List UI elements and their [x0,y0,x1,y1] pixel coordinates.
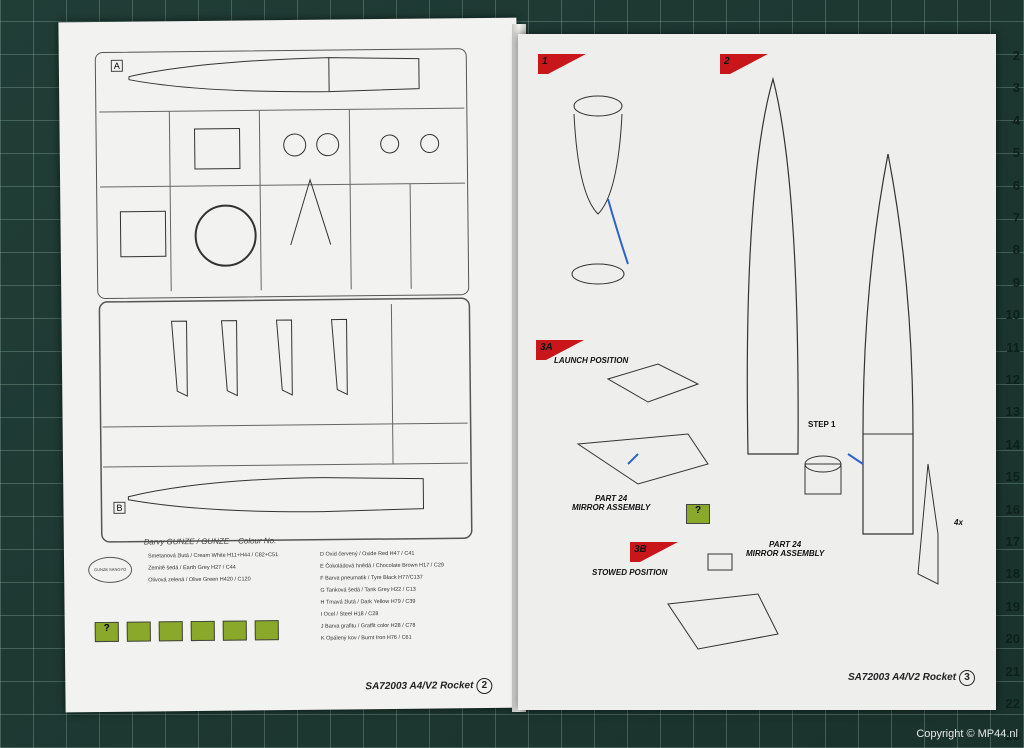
right-page-number: 3 [959,670,976,686]
remove-icon [126,621,151,642]
sprue-b-letter: B [113,501,126,514]
ruler-number: 15 [1005,469,1020,485]
colour-entry: Olivová zelená / Olive Green H420 / C120 [148,576,251,584]
colour-header: Barvy GUNZE / GUNZE Colour No. [143,536,277,547]
ruler-number: 10 [1005,307,1020,323]
ruler-number: 3 [1012,80,1020,96]
ruler-number: 16 [1005,501,1020,517]
colour-entry: F Barva pneumatik / Tyre Black H77/C137 [320,574,423,582]
clear-fix-icon [254,620,279,641]
ruler-number: 18 [1005,566,1020,582]
paint-brush-icon [222,620,247,641]
step-2-number: 2 [724,56,730,67]
ruler-number: 4 [1012,112,1020,128]
left-instruction-page: A B GUNZE SANGYO Barvy GUNZE / GUN [58,17,524,713]
colour-entry: K Opálený kov / Burnt Iron H76 / C61 [320,634,412,642]
sprue-a-parts-drawing [98,57,473,543]
step-3b-flag [630,542,678,562]
colour-entry: G Tanková šedá / Tank Grey H22 / C13 [320,586,416,594]
copyright-watermark: Copyright © MP44.nl [916,728,1018,740]
ruler-number: 6 [1012,177,1020,193]
stowed-position-label: STOWED POSITION [592,568,668,577]
step-3a-flag [536,340,584,360]
ruler-number: 17 [1005,534,1020,549]
glue-icon [158,621,183,642]
ruler-number: 14 [1005,436,1020,452]
help-icon-right: ? [686,504,710,524]
ruler-number: 20 [1005,631,1020,647]
ruler-number: 12 [1005,372,1020,387]
ruler-number: 23 [1005,728,1020,744]
ruler-number: 8 [1012,242,1020,258]
step-1-flag [538,54,586,74]
ruler-number: 5 [1012,145,1020,161]
decal-icon [190,620,215,642]
colour-entry: H Tmavá žlutá / Dark Yellow H79 / C39 [320,598,416,606]
colour-entry: D Oxid červený / Oxide Red H47 / C41 [319,550,415,558]
colour-entry: Zemitě šedá / Earth Grey H27 / C44 [148,564,236,572]
ruler-number: 22 [1005,696,1020,711]
launch-position-label: LAUNCH POSITION [554,356,629,365]
step-2-flag [720,54,768,74]
ruler-number: 7 [1012,210,1020,225]
ruler-number: 2 [1012,48,1020,63]
step-3a-number: 3A [540,342,553,353]
colour-entry: I Ocel / Steel H18 / C28 [320,611,379,618]
assembly-drawings [571,76,939,650]
ruler-number: 19 [1005,598,1020,614]
ruler-number: 11 [1006,339,1020,355]
step-3b-number: 3B [634,544,647,555]
ruler-number: 9 [1012,274,1020,290]
colour-entry: J Barva grafitu / Graffit color H28 / C7… [320,622,416,630]
part-20-quantity: 4x [954,518,963,527]
step-1-reference: STEP 1 [808,420,836,429]
ruler-number: 21 [1005,663,1020,679]
ruler-number: 13 [1005,404,1020,420]
help-icon: ? [94,621,119,643]
step-1-number: 1 [542,56,548,67]
left-page-number: 2 [476,677,493,695]
